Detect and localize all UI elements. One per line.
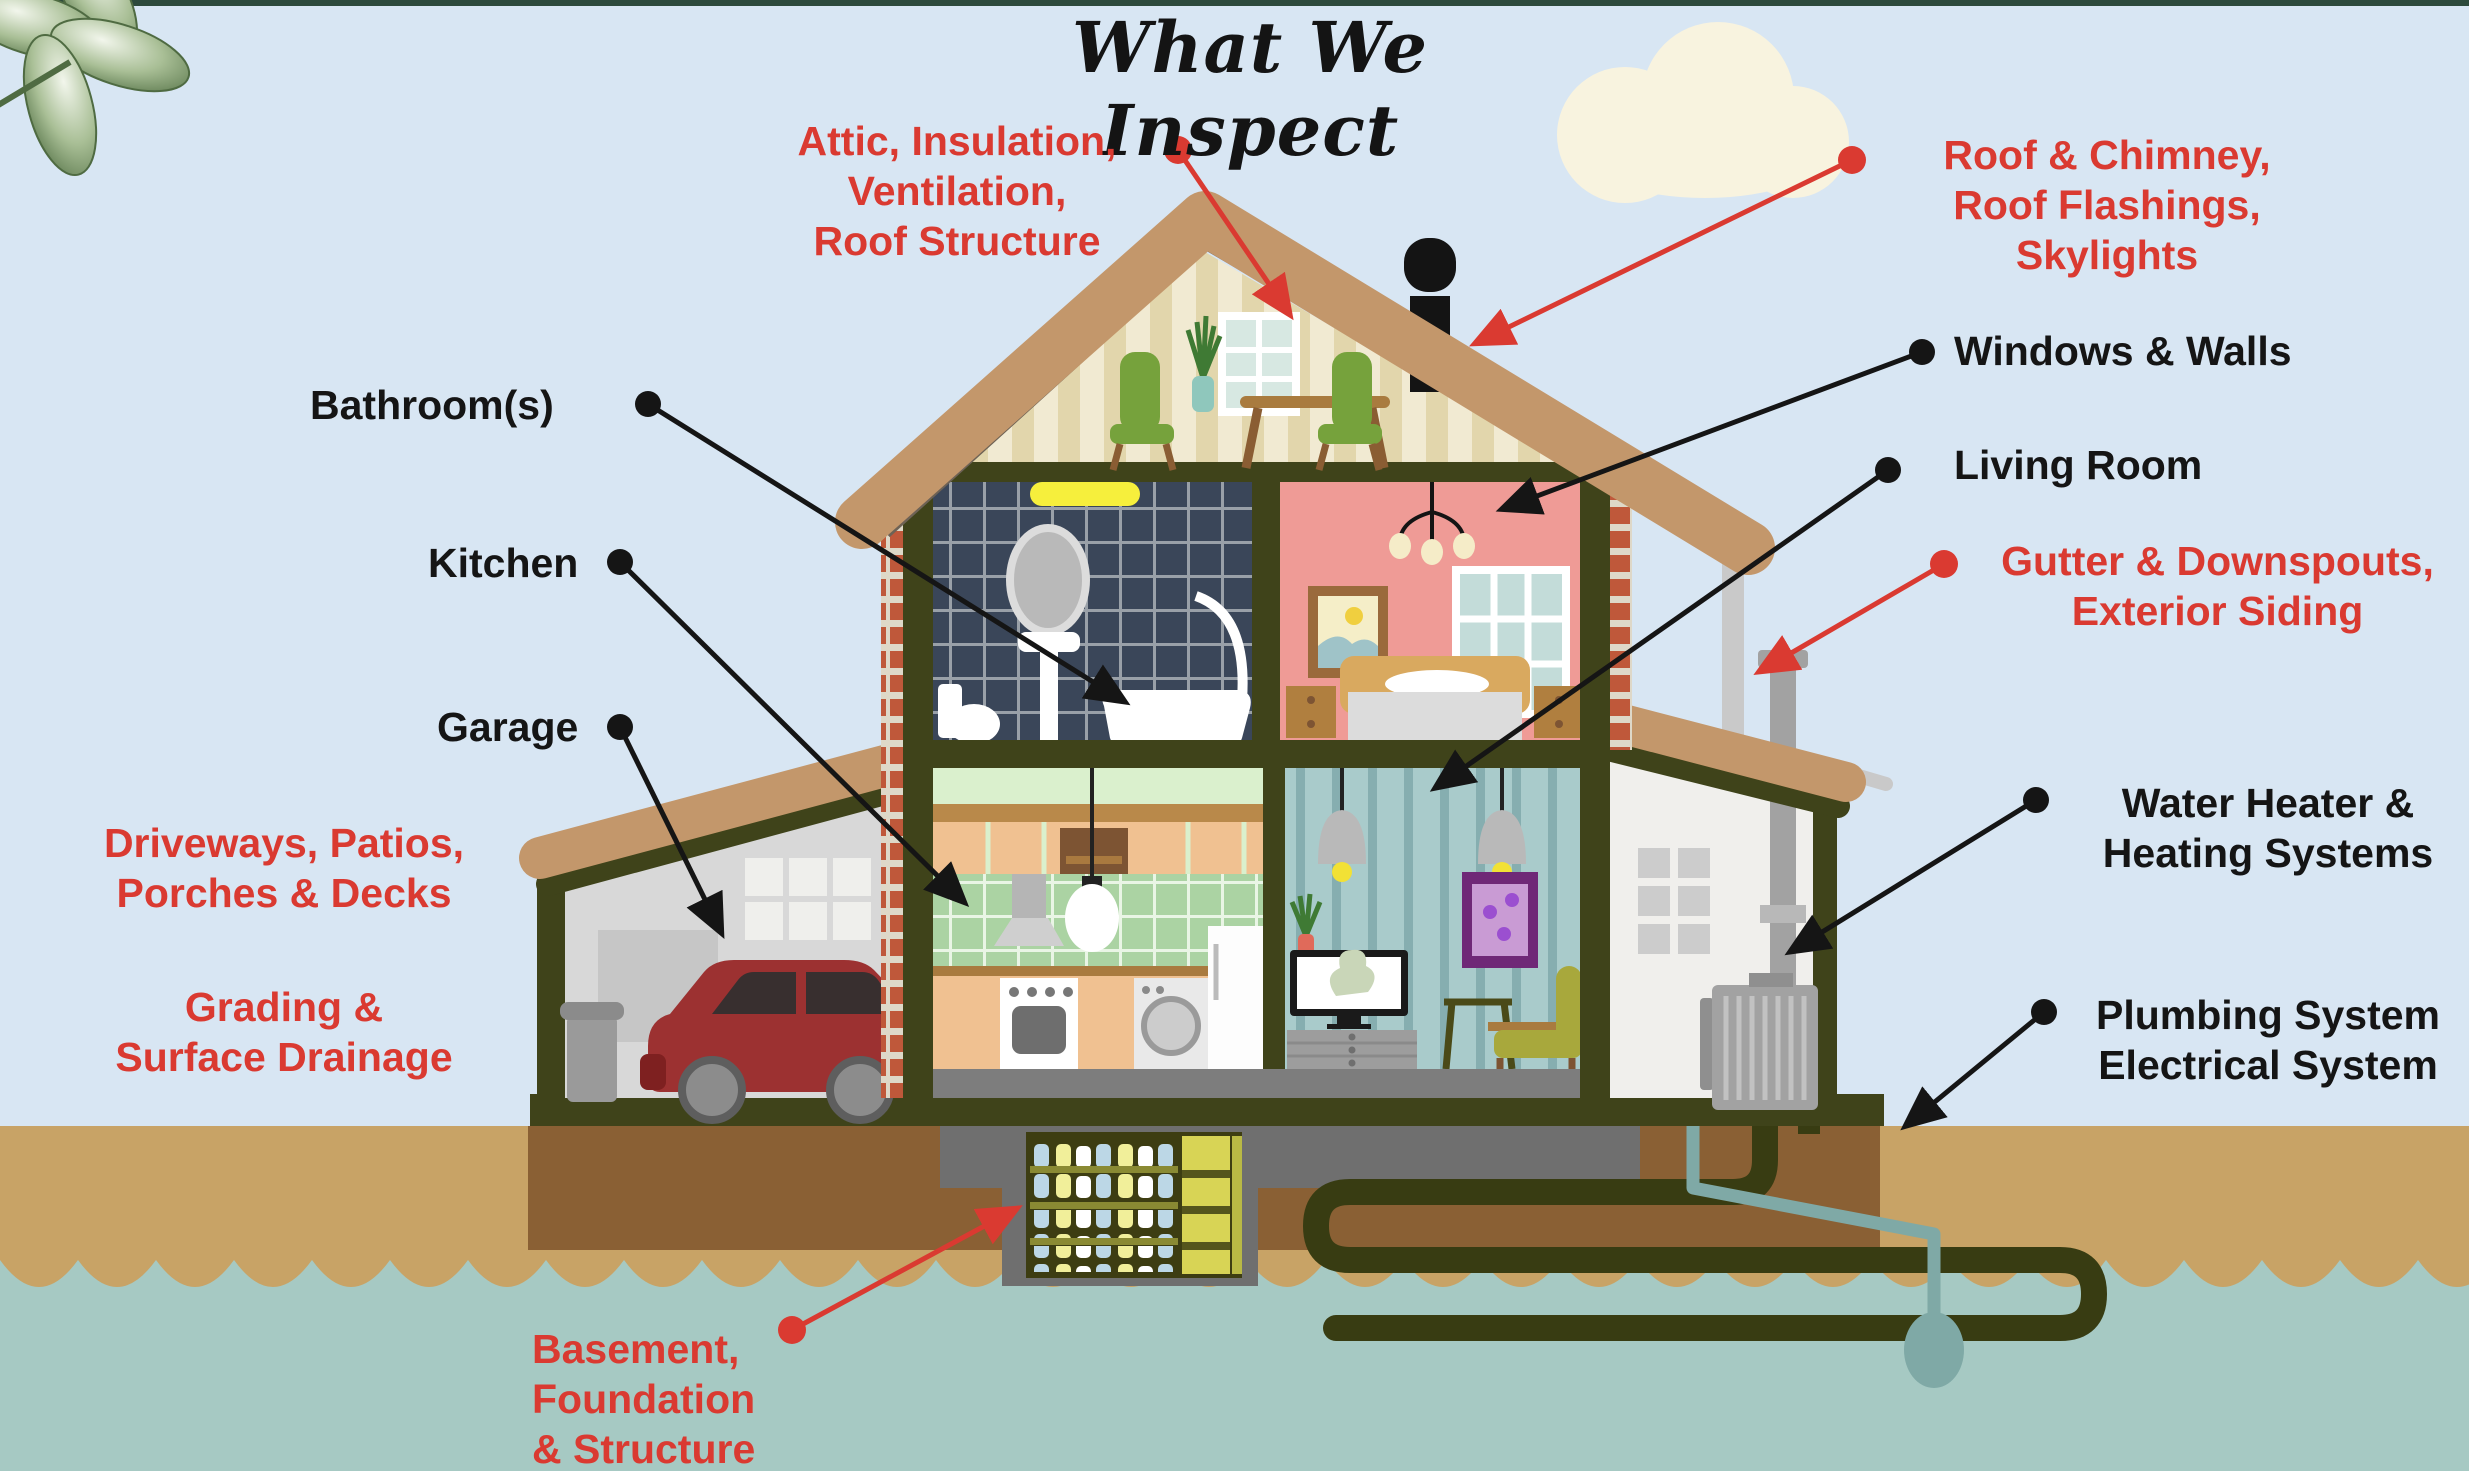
tv-cabinet <box>1287 1030 1417 1069</box>
brick-right <box>1608 470 1632 750</box>
bathroom-light <box>1030 482 1140 506</box>
label-basement-foundation: Basement, Foundation & Structure <box>532 1326 756 1471</box>
page-title: What We Inspect <box>1071 6 1428 172</box>
attic-plant-icon <box>1185 315 1223 412</box>
label-gutter-siding: Gutter & Downspouts, Exterior Siding <box>2001 538 2434 635</box>
attic-callout-line <box>1175 148 1294 321</box>
basement-shelves <box>1026 1132 1242 1278</box>
water-heater-callout-line <box>1784 797 2038 956</box>
bed <box>1340 656 1530 742</box>
label-garage: Garage <box>437 704 579 750</box>
label-roof-chimney: Roof & Chimney, Roof Flashings, Skylight… <box>1943 132 2271 279</box>
kitchen <box>932 768 1263 1069</box>
stove <box>1000 978 1078 1069</box>
label-plumbing-electrical: Plumbing System Electrical System <box>2095 992 2440 1089</box>
chandelier-icon <box>1389 482 1475 565</box>
living-room-callout-line <box>1429 467 1890 792</box>
bathroom <box>932 482 1252 768</box>
living-room <box>1285 768 1583 1070</box>
pendant-light-icon <box>1065 768 1119 952</box>
label-driveways-patios: Driveways, Patios, Porches & Decks <box>103 820 465 917</box>
armchair <box>1488 966 1582 1069</box>
label-living-room: Living Room <box>1954 442 2203 488</box>
top-border <box>0 0 2469 6</box>
main-house <box>835 191 1775 1098</box>
purple-picture <box>1462 872 1538 968</box>
attic-chairs <box>1109 352 1383 471</box>
pendant-lamp-icon <box>1318 768 1526 882</box>
wing-roof-frame <box>1592 736 1850 818</box>
label-attic: Attic, Insulation, Ventilation, Roof Str… <box>797 118 1117 265</box>
nightstand <box>1286 686 1584 738</box>
trash-bin-icon <box>560 1002 624 1102</box>
plumbing-callout-line <box>1900 1010 2046 1131</box>
garage-window <box>745 858 871 940</box>
well-bulb <box>1904 1312 1964 1388</box>
bedroom <box>1280 482 1584 742</box>
tv <box>1290 949 1408 1029</box>
label-kitchen: Kitchen <box>428 540 579 586</box>
utility-window <box>1638 848 1710 954</box>
cloud-icon <box>1557 22 1849 203</box>
counter <box>932 966 1263 976</box>
brick-left <box>881 470 905 1098</box>
water-heater <box>1700 650 1818 1110</box>
roof-callout-line <box>1469 157 1854 347</box>
label-grading-drainage: Grading & Surface Drainage <box>115 984 453 1081</box>
utility-wing <box>1580 528 1893 1110</box>
callouts <box>607 136 2057 1344</box>
wing-roof <box>1580 698 1866 802</box>
mirror <box>1006 524 1090 636</box>
attic <box>950 252 1562 471</box>
garage-callout-line <box>617 725 725 939</box>
kitchen-callout-line <box>618 560 970 908</box>
label-water-heater: Water Heater & Heating Systems <box>2102 780 2434 877</box>
range-hood-icon <box>994 874 1064 946</box>
flue-pipe <box>1770 664 1796 988</box>
ground-floor-slab <box>932 1069 1583 1098</box>
washer <box>1134 978 1208 1069</box>
house-base <box>530 1094 1884 1126</box>
label-bathrooms: Bathroom(s) <box>310 382 554 428</box>
gutter-callout-line <box>1753 561 1946 676</box>
basement-callout-line <box>790 1205 1023 1333</box>
roof <box>835 191 1775 575</box>
leaf-decoration-icon <box>0 0 191 177</box>
bathroom-callout-line <box>646 401 1131 706</box>
fridge <box>1208 926 1263 1069</box>
windows-callout-line <box>1495 349 1923 515</box>
label-windows-walls: Windows & Walls <box>1954 328 2292 374</box>
